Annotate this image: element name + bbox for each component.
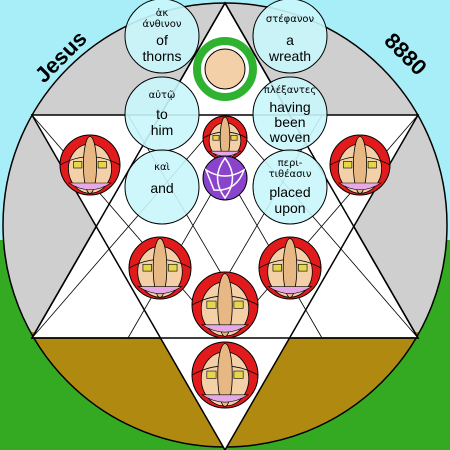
phrase-1-greek-line-2: άνθινον	[143, 18, 182, 30]
eye-right	[233, 300, 244, 309]
phrase-2-english-line-1: a	[286, 32, 294, 48]
phrase-1-greek-line-1: ἀκ	[156, 7, 169, 19]
phrase-3-english-line-1: to	[156, 106, 168, 122]
collar	[67, 182, 113, 191]
phrase-3-greek-line-1: αὐτῷ	[149, 89, 176, 101]
face-medallion	[191, 271, 259, 339]
eye-left	[206, 370, 217, 379]
center-leaf	[152, 238, 168, 298]
halo-icon	[204, 48, 246, 90]
face-medallion	[59, 134, 121, 196]
collar	[337, 182, 383, 191]
trinity-knot-lines	[204, 156, 246, 200]
wreath-icon	[193, 37, 257, 101]
collar	[200, 324, 250, 333]
phrase-2-greek-line-1: στέφανον	[266, 13, 315, 25]
face-medallion	[128, 236, 192, 300]
phrase-4-english-line-1: having	[269, 99, 310, 115]
phrase-4-english-line-2: been	[274, 114, 305, 130]
phrase-6-english-line-1: placed	[269, 184, 310, 200]
eye-left	[73, 161, 83, 169]
face-medallion	[258, 236, 322, 300]
face-medallion	[329, 134, 391, 196]
eye-left	[343, 161, 353, 169]
collar	[200, 394, 250, 403]
eye-right	[230, 135, 238, 141]
phrase-3-english-line-2: him	[151, 122, 174, 138]
center-leaf	[352, 136, 367, 194]
phrase-bubbles: ἀκ άνθινον of thorns στέφανον a wreath α…	[124, 0, 328, 225]
center-emblems	[193, 37, 257, 201]
eye-left	[206, 300, 217, 309]
bubble-2	[252, 0, 328, 74]
phrase-6-greek-line-1: περι-	[278, 158, 303, 169]
bubble-5	[124, 149, 200, 225]
phrase-6-english-line-2: upon	[274, 200, 305, 216]
collar	[267, 286, 313, 294]
collar	[137, 286, 183, 294]
phrase-4-greek-line-1: πλέξαντες	[264, 84, 316, 96]
eye-left	[212, 135, 220, 141]
center-leaf	[83, 136, 98, 194]
phrase-5-english-line-1: and	[150, 180, 173, 196]
phrase-1-english-line-1: of	[156, 32, 168, 48]
eye-left	[142, 263, 152, 272]
bubble-6	[252, 149, 328, 225]
center-leaf	[217, 343, 233, 407]
phrase-2-english-line-2: wreath	[268, 48, 311, 64]
eye-right	[97, 161, 107, 169]
face-medallion	[191, 341, 259, 409]
face-medallion	[202, 115, 248, 161]
eye-right	[168, 263, 178, 272]
bubble-1	[124, 0, 200, 74]
eye-right	[367, 161, 377, 169]
phrase-4-english-line-3: woven	[269, 129, 310, 145]
eye-right	[298, 263, 308, 272]
center-leaf	[217, 273, 233, 337]
phrase-1-english-line-2: thorns	[143, 48, 182, 64]
eye-right	[233, 370, 244, 379]
phrase-5-greek-line-1: καὶ	[154, 161, 170, 173]
phrase-6-greek-line-2: τιθέασιν	[269, 168, 312, 180]
center-leaf	[282, 238, 298, 298]
eye-left	[272, 263, 282, 272]
